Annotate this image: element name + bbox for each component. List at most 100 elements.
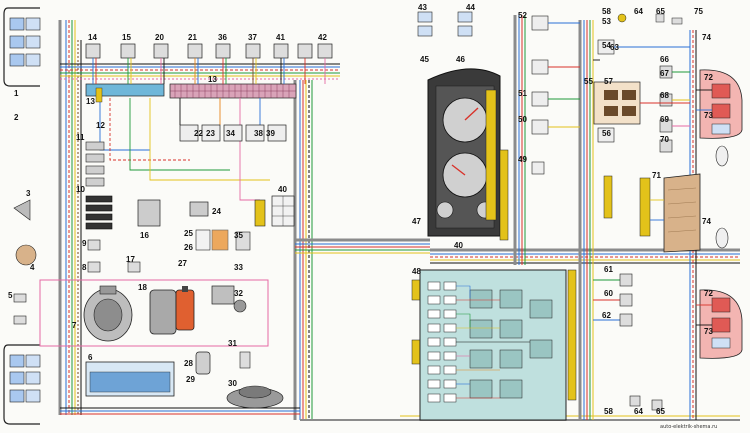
rear-window [663,173,701,253]
label-69: 69 [660,115,669,124]
label-38: 38 [254,129,263,138]
label-65-bottom: 65 [656,407,665,416]
label-23: 23 [206,129,215,138]
label-57: 57 [604,77,613,86]
label-68: 68 [660,91,669,100]
label-39: 39 [266,129,275,138]
ecu-connector [85,83,297,99]
label-58-bottom: 58 [604,407,613,416]
label-24: 24 [212,207,221,216]
relay-wires [92,58,326,201]
label-53: 53 [602,17,611,26]
label-63: 63 [610,43,619,52]
label-46: 46 [456,55,465,64]
plate-lights [715,145,729,249]
label-30: 30 [228,379,237,388]
label-1: 1 [14,89,19,98]
left-front-outline-top [3,7,41,87]
label-42: 42 [318,33,327,42]
watermark: auto-elektrik-shema.ru [660,424,717,430]
label-20: 20 [155,33,164,42]
label-56: 56 [602,129,611,138]
label-43: 43 [418,3,427,12]
label-44: 44 [466,3,475,12]
label-8: 8 [82,263,87,272]
label-32: 32 [234,289,243,298]
fuse-box [419,269,567,421]
label-45: 45 [420,55,429,64]
label-31: 31 [228,339,237,348]
label-58: 58 [602,7,611,16]
label-2: 2 [14,113,19,122]
label-13b: 13 [86,97,95,106]
label-67: 67 [660,69,669,78]
label-40: 40 [278,185,287,194]
label-26: 26 [184,243,193,252]
label-12: 12 [96,121,105,130]
label-75: 75 [694,7,703,16]
harness-right-vertical [513,15,697,420]
label-52: 52 [518,11,527,20]
label-74-mid: 74 [702,217,711,226]
label-22: 22 [194,129,203,138]
component-labels: 1 2 3 4 5 6 7 8 9 10 11 12 13 13 14 15 1… [8,3,713,416]
label-10: 10 [76,185,85,194]
label-54: 54 [602,41,611,50]
label-14: 14 [88,33,97,42]
right-mid-switches [619,273,663,411]
label-3: 3 [26,189,31,198]
label-71: 71 [652,171,661,180]
label-64: 64 [634,7,643,16]
label-29: 29 [186,375,195,384]
label-36: 36 [218,33,227,42]
label-73: 73 [704,111,713,120]
label-9: 9 [82,239,87,248]
label-66: 66 [660,55,669,64]
label-73-bottom: 73 [704,327,713,336]
sensor-block [195,229,251,251]
connector-strips [95,87,651,401]
label-49: 49 [518,155,527,164]
label-48: 48 [412,267,421,276]
right-wires [548,22,712,326]
left-front-outline-bottom [3,344,41,425]
label-6: 6 [88,353,93,362]
label-74: 74 [702,33,711,42]
label-70: 70 [660,135,669,144]
label-47: 47 [412,217,421,226]
mid-relays [179,124,287,142]
label-5: 5 [8,291,13,300]
starter [149,286,195,335]
label-61: 61 [604,265,613,274]
rear-lights-bottom [699,289,743,359]
label-37: 37 [248,33,257,42]
harness-top-horizontal [60,63,340,80]
top-center-switches [417,11,473,37]
ignition-module [137,199,266,227]
label-33: 33 [234,263,243,272]
label-25: 25 [184,229,193,238]
label-60: 60 [604,289,613,298]
wiper-motor [211,285,247,313]
label-65: 65 [656,7,665,16]
label-64-bottom: 64 [634,407,643,416]
label-41: 41 [276,33,285,42]
harness-left-vertical [58,20,82,415]
label-17: 17 [126,255,135,264]
label-15: 15 [122,33,131,42]
label-50: 50 [518,115,527,124]
generator [83,285,133,342]
right-relays [531,15,641,175]
label-13: 13 [208,75,217,84]
connector-40 [271,195,295,227]
heater-fan [195,351,284,409]
label-18: 18 [138,283,147,292]
label-11: 11 [76,133,85,142]
label-51: 51 [518,89,527,98]
pink-frame [39,279,269,347]
label-7: 7 [72,321,77,330]
label-21: 21 [188,33,197,42]
label-28: 28 [184,359,193,368]
